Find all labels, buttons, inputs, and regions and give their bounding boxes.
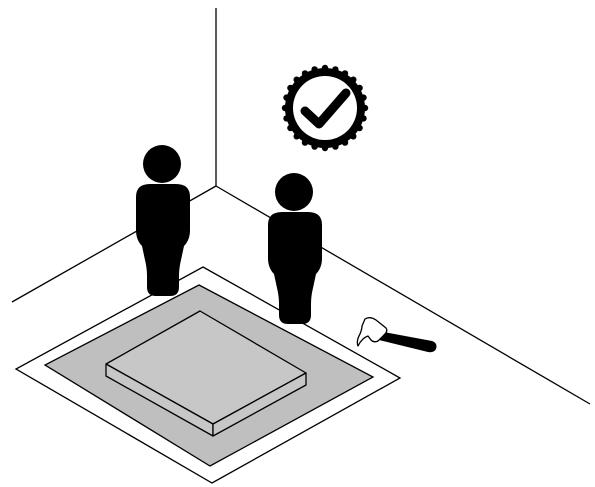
- hammer-icon: [356, 317, 437, 353]
- box-panel: [105, 310, 307, 437]
- person-left-icon: [136, 145, 190, 296]
- person-right-icon: [268, 173, 322, 324]
- box-right-side: [212, 372, 307, 437]
- check-mark: [300, 88, 351, 129]
- check-badge-icon: [281, 64, 369, 152]
